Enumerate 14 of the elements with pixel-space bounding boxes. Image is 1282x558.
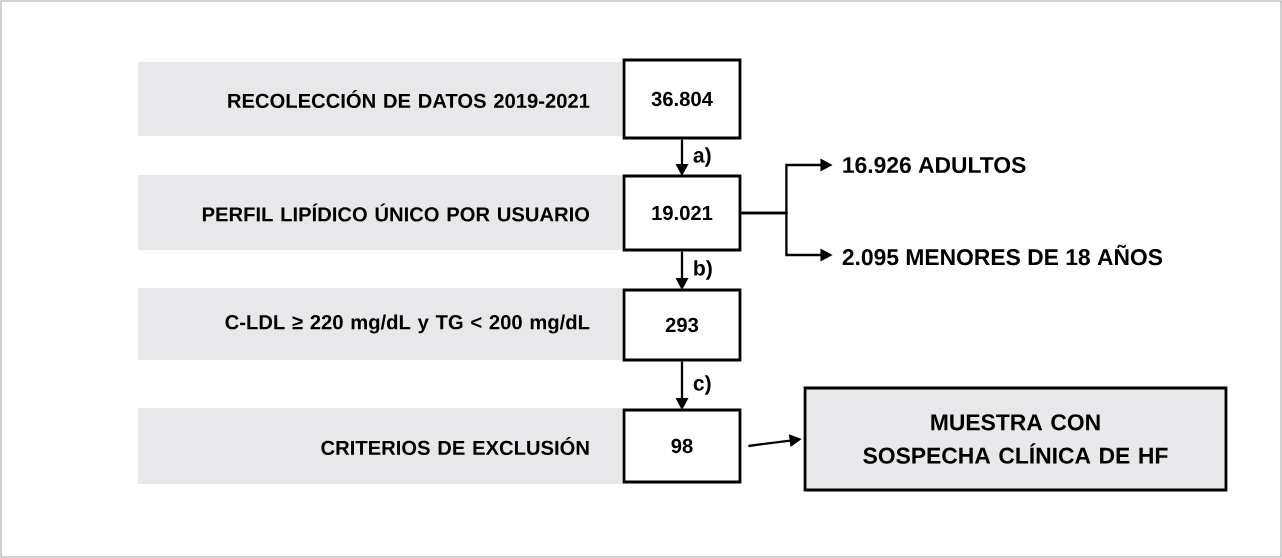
count-text: 2.095 MENORES DE 18 AÑOS bbox=[842, 244, 1163, 266]
count-text: 16.926 ADULTOS bbox=[843, 156, 1026, 174]
edge-label: b) bbox=[691, 258, 715, 282]
step-band: RECOLECCIÓN DE DATOS 2019-2021 bbox=[138, 62, 622, 136]
result-box: MUESTRA CON SOSPECHA CLÍNICA DE HF bbox=[803, 386, 1228, 492]
edge-label: c) bbox=[691, 373, 714, 397]
count-box: 36.804 bbox=[622, 58, 742, 140]
step-band: CRITERIOS DE EXCLUSIÓN bbox=[138, 408, 622, 484]
step-band: PERFIL LIPÍDICO ÚNICO POR USUARIO bbox=[138, 175, 622, 250]
count-box: 98 bbox=[622, 408, 742, 484]
count-box: 293 bbox=[622, 288, 742, 362]
step-band: C-LDL ≥ 220 mg/dL y TG < 200 mg/dL bbox=[138, 288, 622, 360]
count-box: 19.021 bbox=[622, 174, 742, 252]
edge-label: a) bbox=[691, 145, 714, 169]
